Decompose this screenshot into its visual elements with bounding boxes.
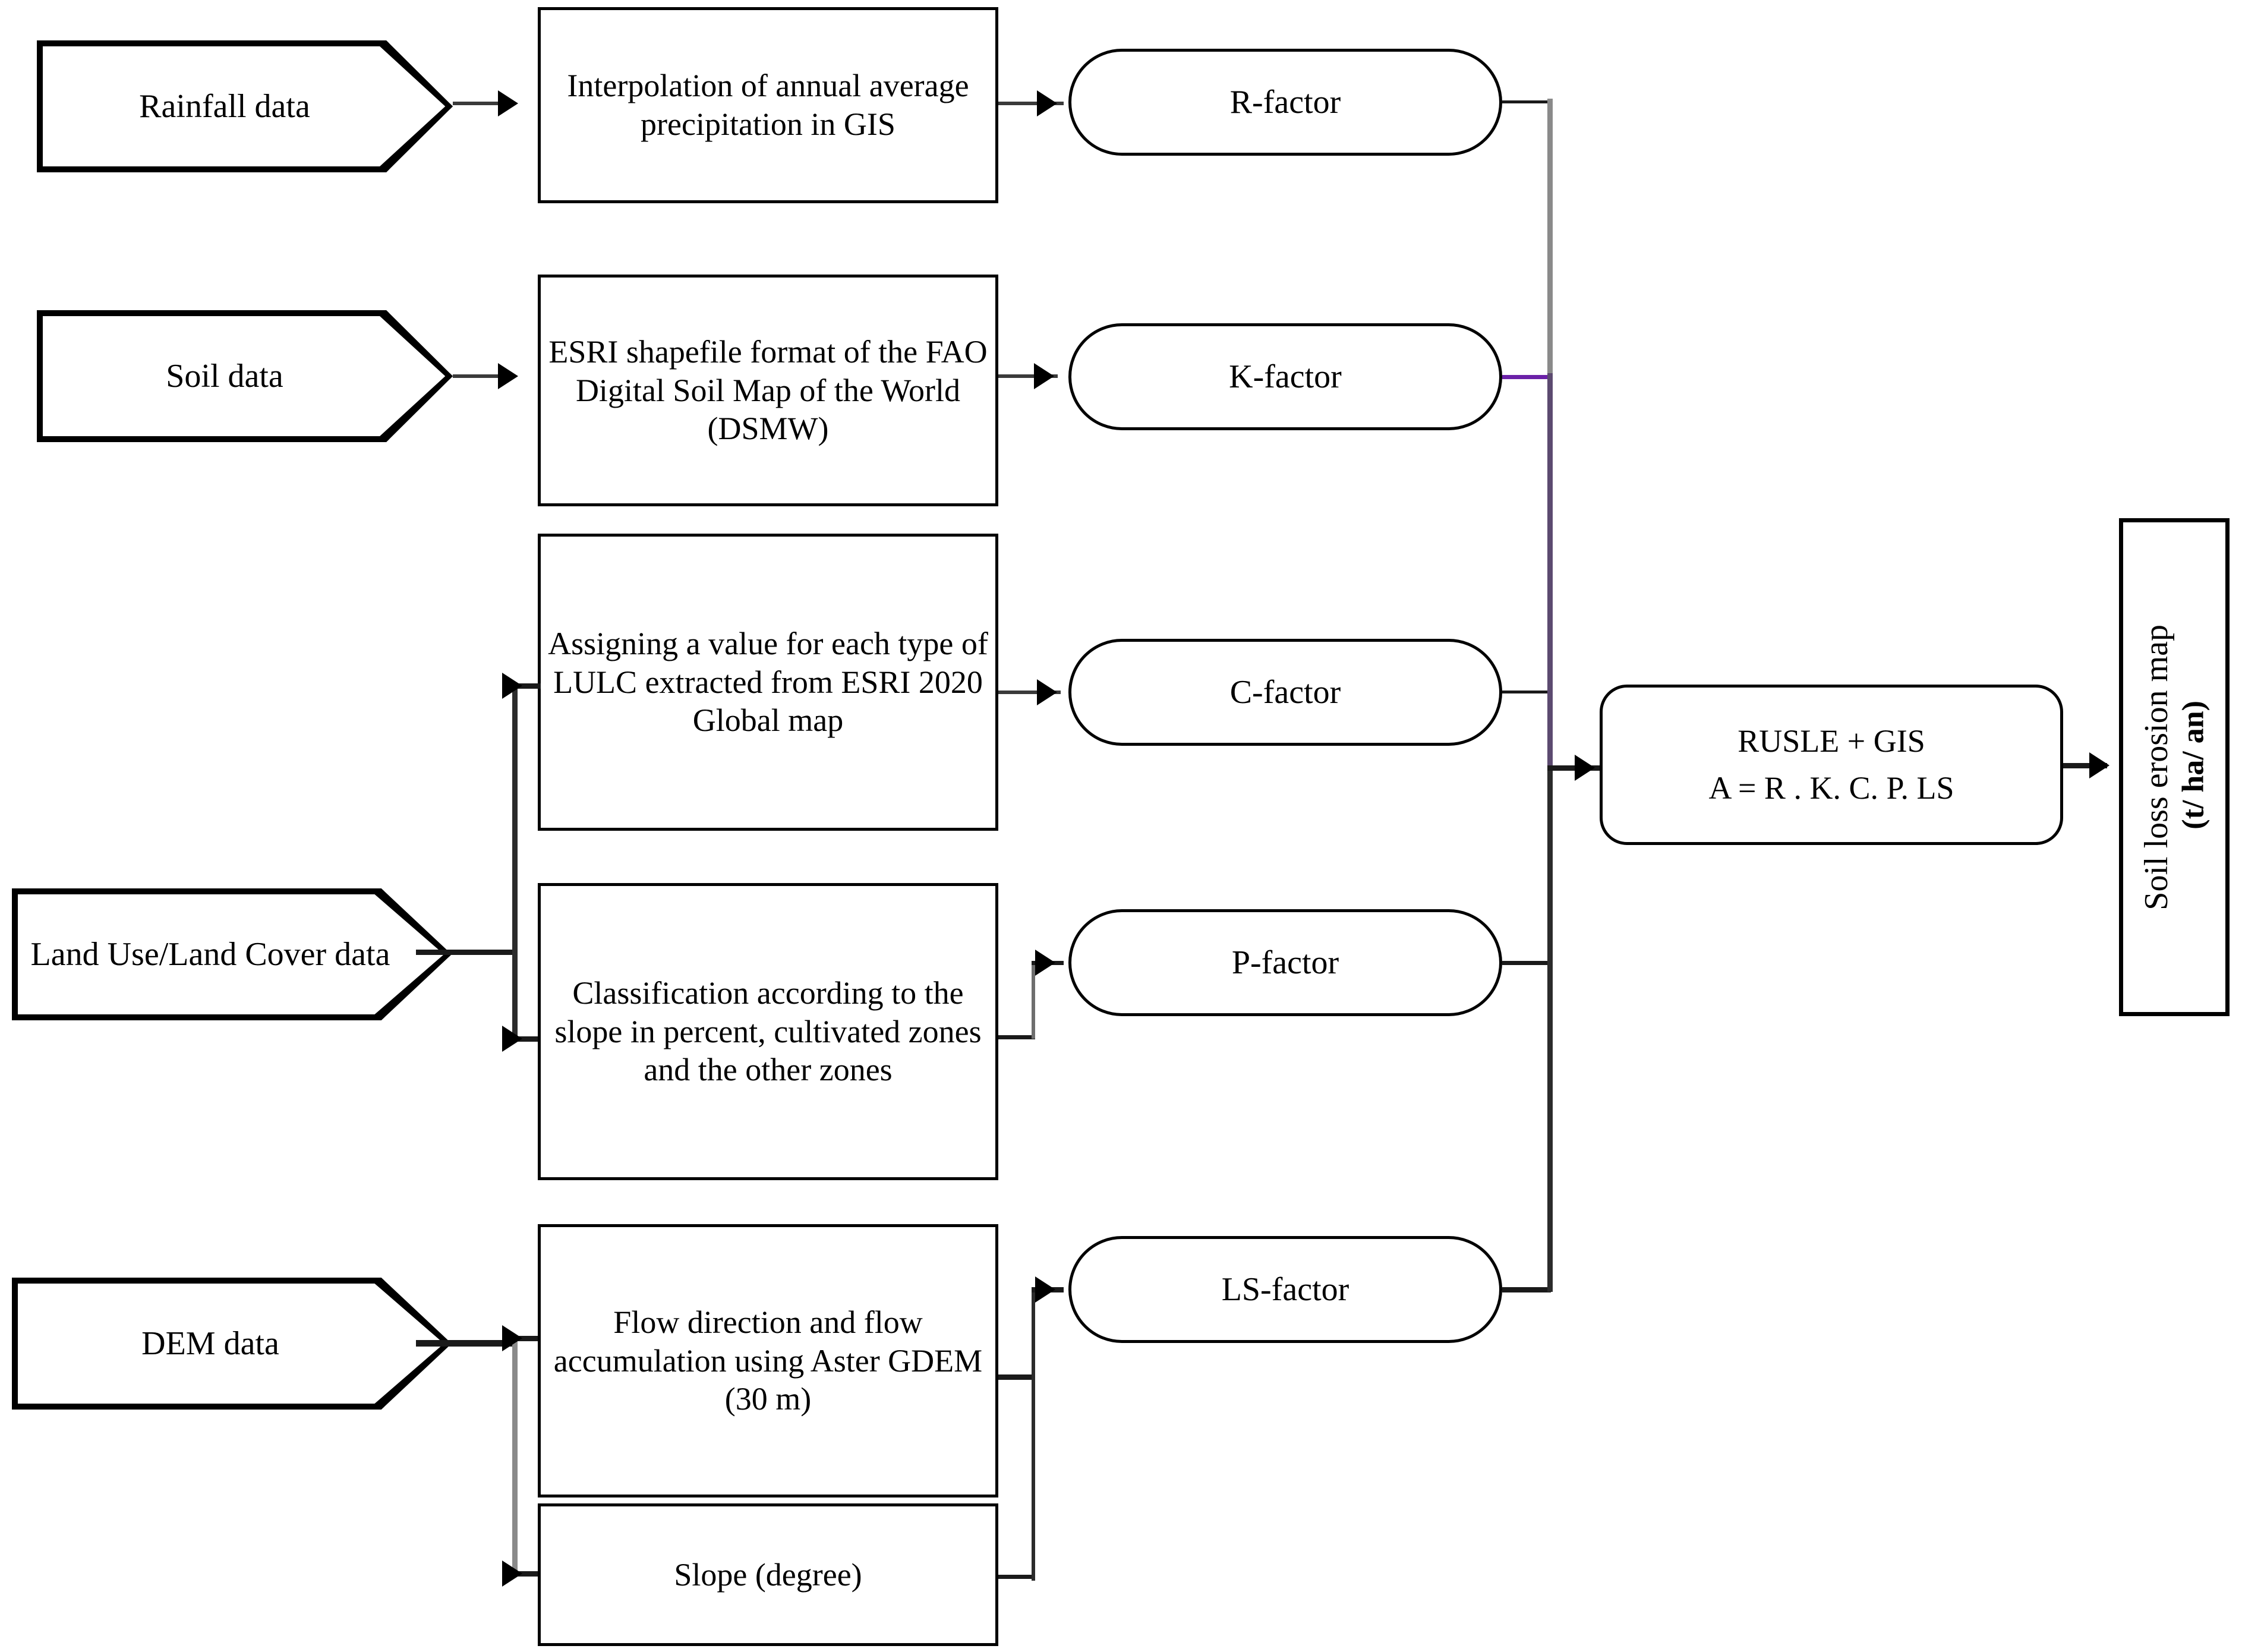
connector-esri-to-k <box>998 374 1058 378</box>
factor-node-c-label: C-factor <box>1229 674 1341 711</box>
arrowhead-classification-to-p <box>1035 950 1055 976</box>
process-node-interpolation-label: Interpolation of annual average precipit… <box>567 68 969 142</box>
bus-lulc-vertical <box>512 683 518 1040</box>
process-node-slope-label: Slope (degree) <box>674 1556 862 1593</box>
input-node-soil-inner: Soil data <box>43 316 446 436</box>
input-node-lulc[interactable]: Land Use/Land Cover data <box>12 888 452 1020</box>
output-node-unit: (t/ ha/ an) <box>2176 700 2211 830</box>
connector-soil-to-esri <box>453 374 499 378</box>
model-node-rusle[interactable]: RUSLE + GIS A = R . K. C. P. LS <box>1600 685 2063 845</box>
connector-flow-direction-to-merge <box>998 1374 1035 1380</box>
factor-node-r[interactable]: R-factor <box>1068 49 1502 156</box>
process-node-slope[interactable]: Slope (degree) <box>538 1503 998 1646</box>
bus-main-segment-purple <box>1547 373 1553 771</box>
connector-bus-to-classification <box>512 1036 541 1042</box>
connector-lulc-to-bus <box>416 950 517 955</box>
connector-assign-lulc-to-c <box>998 691 1061 694</box>
input-node-dem-label: DEM data <box>141 1325 279 1362</box>
connector-interpolation-to-r <box>998 102 1064 105</box>
connector-k-to-bus <box>1502 375 1551 379</box>
output-node-rotated-text: Soil loss erosion map (t/ ha/ an) <box>2137 625 2211 910</box>
factor-node-r-label: R-factor <box>1229 84 1341 121</box>
arrowhead-bus-to-flow-direction <box>502 1325 522 1351</box>
factor-node-ls-label: LS-factor <box>1221 1271 1349 1308</box>
output-node-label: Soil loss erosion map <box>2137 624 2175 910</box>
arrowhead-merge-to-ls <box>1035 1276 1055 1303</box>
factor-node-c[interactable]: C-factor <box>1068 639 1502 746</box>
process-node-classification[interactable]: Classification according to the slope in… <box>538 883 998 1180</box>
factor-node-p[interactable]: P-factor <box>1068 909 1502 1016</box>
factor-node-ls[interactable]: LS-factor <box>1068 1236 1502 1343</box>
connector-slope-to-merge <box>998 1575 1035 1579</box>
connector-p-to-bus <box>1502 961 1551 965</box>
connector-rusle-to-output <box>2063 763 2107 768</box>
arrowhead-bus-to-slope <box>502 1560 522 1587</box>
connector-ls-to-bus <box>1502 1287 1551 1292</box>
arrowhead-bus-to-classification <box>502 1026 522 1052</box>
input-node-rainfall[interactable]: Rainfall data <box>37 40 453 172</box>
input-node-lulc-inner: Land Use/Land Cover data <box>18 894 444 1014</box>
arrowhead-assign-lulc-to-c <box>1037 679 1057 705</box>
input-node-rainfall-inner: Rainfall data <box>43 46 446 166</box>
arrowhead-rusle-to-output <box>2089 752 2109 778</box>
connector-c-to-bus <box>1502 691 1551 693</box>
connector-classification-to-p-vertical <box>1032 963 1035 1039</box>
process-node-esri-shapefile[interactable]: ESRI shapefile format of the FAO Digital… <box>538 275 998 506</box>
connector-bus-to-assign-lulc <box>512 683 541 689</box>
process-node-flow-direction[interactable]: Flow direction and flow accumulation usi… <box>538 1224 998 1497</box>
process-node-interpolation[interactable]: Interpolation of annual average precipit… <box>538 7 998 203</box>
input-node-soil[interactable]: Soil data <box>37 310 453 442</box>
model-node-rusle-equation: A = R . K. C. P. LS <box>1708 770 1954 806</box>
connector-r-to-bus <box>1502 100 1550 103</box>
factor-node-k[interactable]: K-factor <box>1068 323 1502 430</box>
connector-classification-to-p-horizontal <box>998 1035 1035 1039</box>
process-node-assign-lulc[interactable]: Assigning a value for each type of LULC … <box>538 534 998 831</box>
bus-dem-vertical <box>512 1337 518 1575</box>
process-node-esri-shapefile-label: ESRI shapefile format of the FAO Digital… <box>548 333 988 447</box>
input-node-lulc-label: Land Use/Land Cover data <box>30 935 390 973</box>
output-node-soil-loss-map[interactable]: Soil loss erosion map (t/ ha/ an) <box>2119 518 2230 1016</box>
input-node-dem-inner: DEM data <box>18 1284 444 1404</box>
arrowhead-interpolation-to-r <box>1037 90 1057 116</box>
factor-node-p-label: P-factor <box>1231 944 1339 981</box>
input-node-rainfall-label: Rainfall data <box>139 87 310 125</box>
input-node-soil-label: Soil data <box>166 357 283 395</box>
arrowhead-rainfall-to-interpolation <box>498 90 518 116</box>
connector-rainfall-to-interpolation <box>453 102 499 105</box>
arrowhead-soil-to-esri <box>498 363 518 389</box>
bus-main-segment-gray <box>1547 99 1553 376</box>
connector-bus-to-slope <box>512 1571 541 1577</box>
arrowhead-esri-to-k <box>1034 363 1054 389</box>
arrowhead-bus-to-rusle <box>1575 755 1595 781</box>
factor-node-k-label: K-factor <box>1229 358 1342 395</box>
connector-bus-to-flow-direction <box>512 1336 541 1341</box>
arrowhead-bus-to-assign-lulc <box>502 673 522 699</box>
process-node-flow-direction-label: Flow direction and flow accumulation usi… <box>553 1304 983 1417</box>
model-node-rusle-title: RUSLE + GIS <box>1738 723 1925 759</box>
connector-bus-to-rusle <box>1547 765 1600 771</box>
process-node-classification-label: Classification according to the slope in… <box>554 975 982 1088</box>
bus-main-segment-dark <box>1547 769 1553 1292</box>
connector-dem-to-bus <box>416 1340 517 1347</box>
input-node-dem[interactable]: DEM data <box>12 1278 452 1410</box>
connector-ls-merge-vertical <box>1032 1288 1035 1581</box>
process-node-assign-lulc-label: Assigning a value for each type of LULC … <box>548 625 988 739</box>
